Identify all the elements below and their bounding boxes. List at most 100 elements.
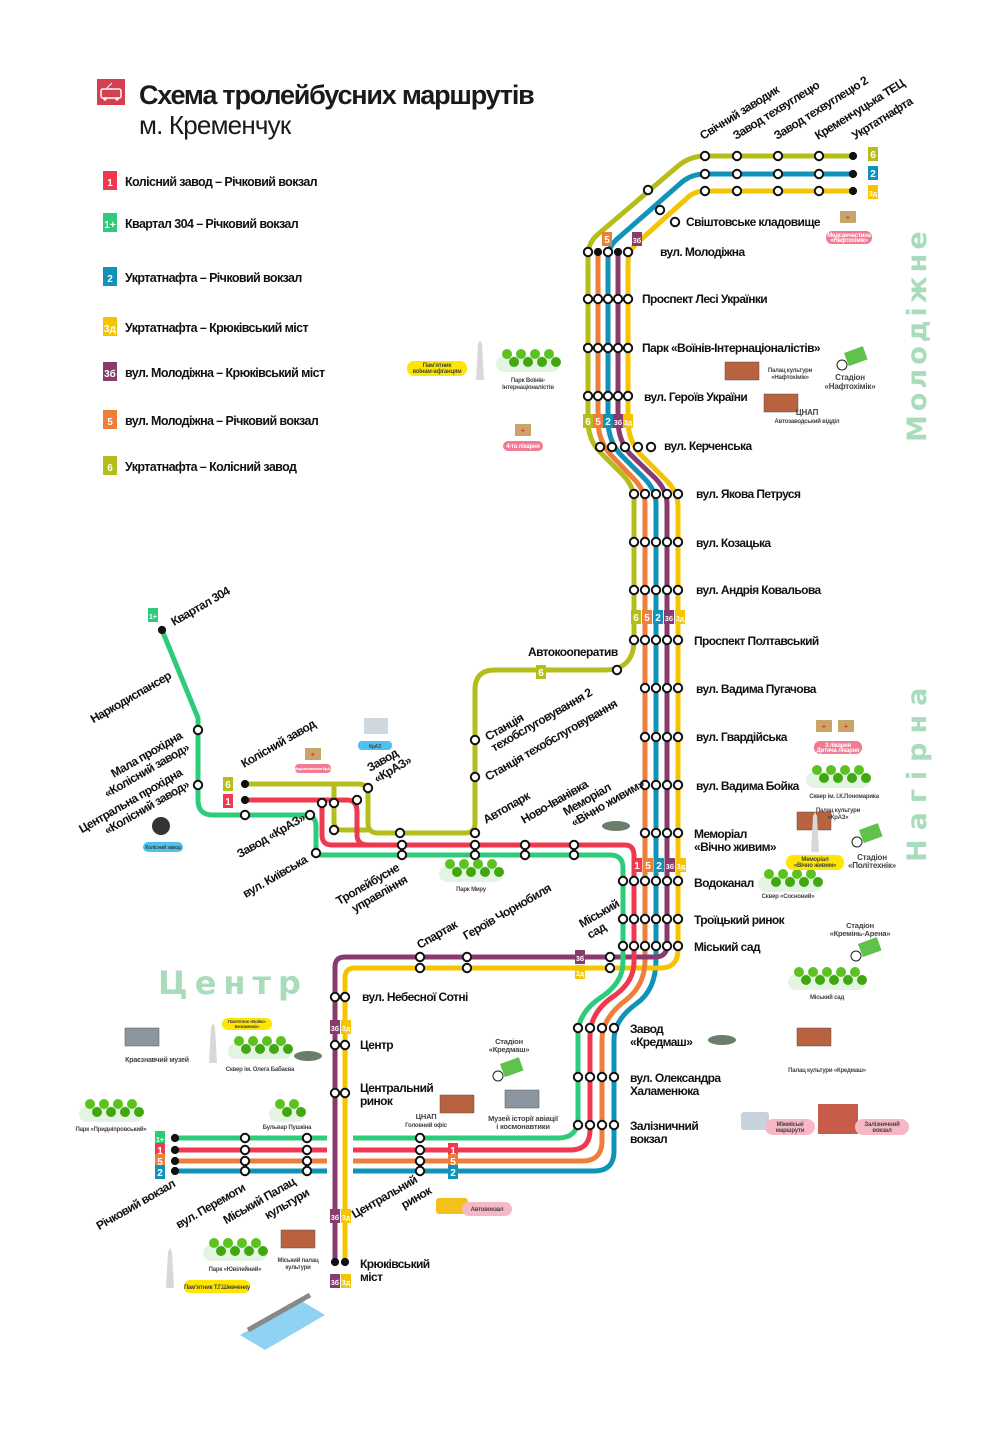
station-label[interactable]: Автокооператив [528,645,618,659]
stop[interactable] [672,682,684,694]
station-label[interactable]: вул. Героїв України [644,390,748,404]
terminal-stop[interactable] [848,186,858,196]
stop[interactable] [731,168,743,180]
stop[interactable] [639,536,651,548]
stop[interactable] [339,1087,351,1099]
stop[interactable] [469,839,481,851]
stop[interactable] [661,875,673,887]
stop[interactable] [192,779,204,791]
stop[interactable] [639,731,651,743]
stop[interactable] [414,962,426,974]
station-label[interactable]: вокзал [630,1132,668,1146]
stop[interactable] [611,664,623,676]
station-label[interactable]: ринок [360,1094,394,1108]
stop[interactable] [592,342,604,354]
stop[interactable] [316,797,328,809]
stop[interactable] [672,731,684,743]
stop[interactable] [329,1039,341,1051]
stop[interactable] [813,168,825,180]
stop[interactable] [461,951,473,963]
stop[interactable] [414,1155,426,1167]
stop[interactable] [608,1119,620,1131]
stop[interactable] [642,184,654,196]
stop[interactable] [239,809,251,821]
stop[interactable] [469,827,481,839]
stop[interactable] [661,940,673,952]
station-label[interactable]: вул. Олександра [630,1071,722,1085]
stop[interactable] [584,1071,596,1083]
stop[interactable] [650,488,662,500]
stop[interactable] [602,390,614,402]
stop[interactable] [608,1071,620,1083]
stop[interactable] [301,1165,313,1177]
stop[interactable] [628,913,640,925]
terminal-stop[interactable] [340,1257,350,1267]
stop[interactable] [661,682,673,694]
stop[interactable] [602,246,614,258]
stop[interactable] [650,875,662,887]
stop[interactable] [572,1022,584,1034]
stop[interactable] [594,441,606,453]
stop[interactable] [339,991,351,1003]
terminal-stop[interactable] [848,169,858,179]
stop[interactable] [612,293,624,305]
stop[interactable] [592,293,604,305]
stop[interactable] [519,839,531,851]
stop[interactable] [192,724,204,736]
station-label[interactable]: вул. Козацька [696,536,772,550]
station-label[interactable]: «Вічно живим» [694,840,777,854]
stop[interactable] [606,441,618,453]
stop[interactable] [519,849,531,861]
station-label[interactable]: Крюківський [360,1257,430,1271]
stop[interactable] [672,913,684,925]
station-label[interactable]: Центральний [360,1081,434,1095]
stop[interactable] [661,827,673,839]
stop[interactable] [661,634,673,646]
stop[interactable] [622,342,634,354]
station-label[interactable]: Свіштовське кладовище [686,215,821,229]
station-label[interactable]: вул. Вадима Пугачова [696,682,817,696]
station-label[interactable]: вул. Вадима Бойка [696,779,800,793]
stop[interactable] [351,794,363,806]
stop[interactable] [301,1144,313,1156]
station-label[interactable]: Троїцький ринок [694,913,786,927]
stop[interactable] [469,771,481,783]
stop[interactable] [584,1119,596,1131]
stop[interactable] [772,168,784,180]
stop[interactable] [329,1087,341,1099]
stop[interactable] [612,390,624,402]
stop[interactable] [661,731,673,743]
stop[interactable] [813,150,825,162]
stop[interactable] [469,849,481,861]
stop[interactable] [661,779,673,791]
stop[interactable] [672,875,684,887]
station-label[interactable]: вул. Небесної Сотні [362,990,469,1004]
stop[interactable] [661,488,673,500]
stop[interactable] [329,991,341,1003]
stop[interactable] [582,246,594,258]
terminal-stop[interactable] [170,1166,180,1176]
stop[interactable] [672,536,684,548]
terminal-stop[interactable] [330,1257,340,1267]
station-label[interactable]: Спартак [414,917,461,952]
stop[interactable] [661,913,673,925]
stop[interactable] [650,913,662,925]
stop[interactable] [582,390,594,402]
stop[interactable] [628,875,640,887]
stop[interactable] [328,824,340,836]
terminal-stop[interactable] [157,625,167,635]
stop[interactable] [639,584,651,596]
stop[interactable] [619,441,631,453]
stop[interactable] [661,536,673,548]
stop[interactable] [301,1155,313,1167]
stop[interactable] [650,682,662,694]
station-label[interactable]: Колісний завод [239,716,319,770]
terminal-stop[interactable] [240,795,250,805]
stop[interactable] [239,1144,251,1156]
stop[interactable] [669,216,681,228]
stop[interactable] [604,962,616,974]
stop[interactable] [639,634,651,646]
station-label[interactable]: вул. Гвардійська [696,730,788,744]
station-label[interactable]: Завод [630,1022,665,1036]
stop[interactable] [604,951,616,963]
